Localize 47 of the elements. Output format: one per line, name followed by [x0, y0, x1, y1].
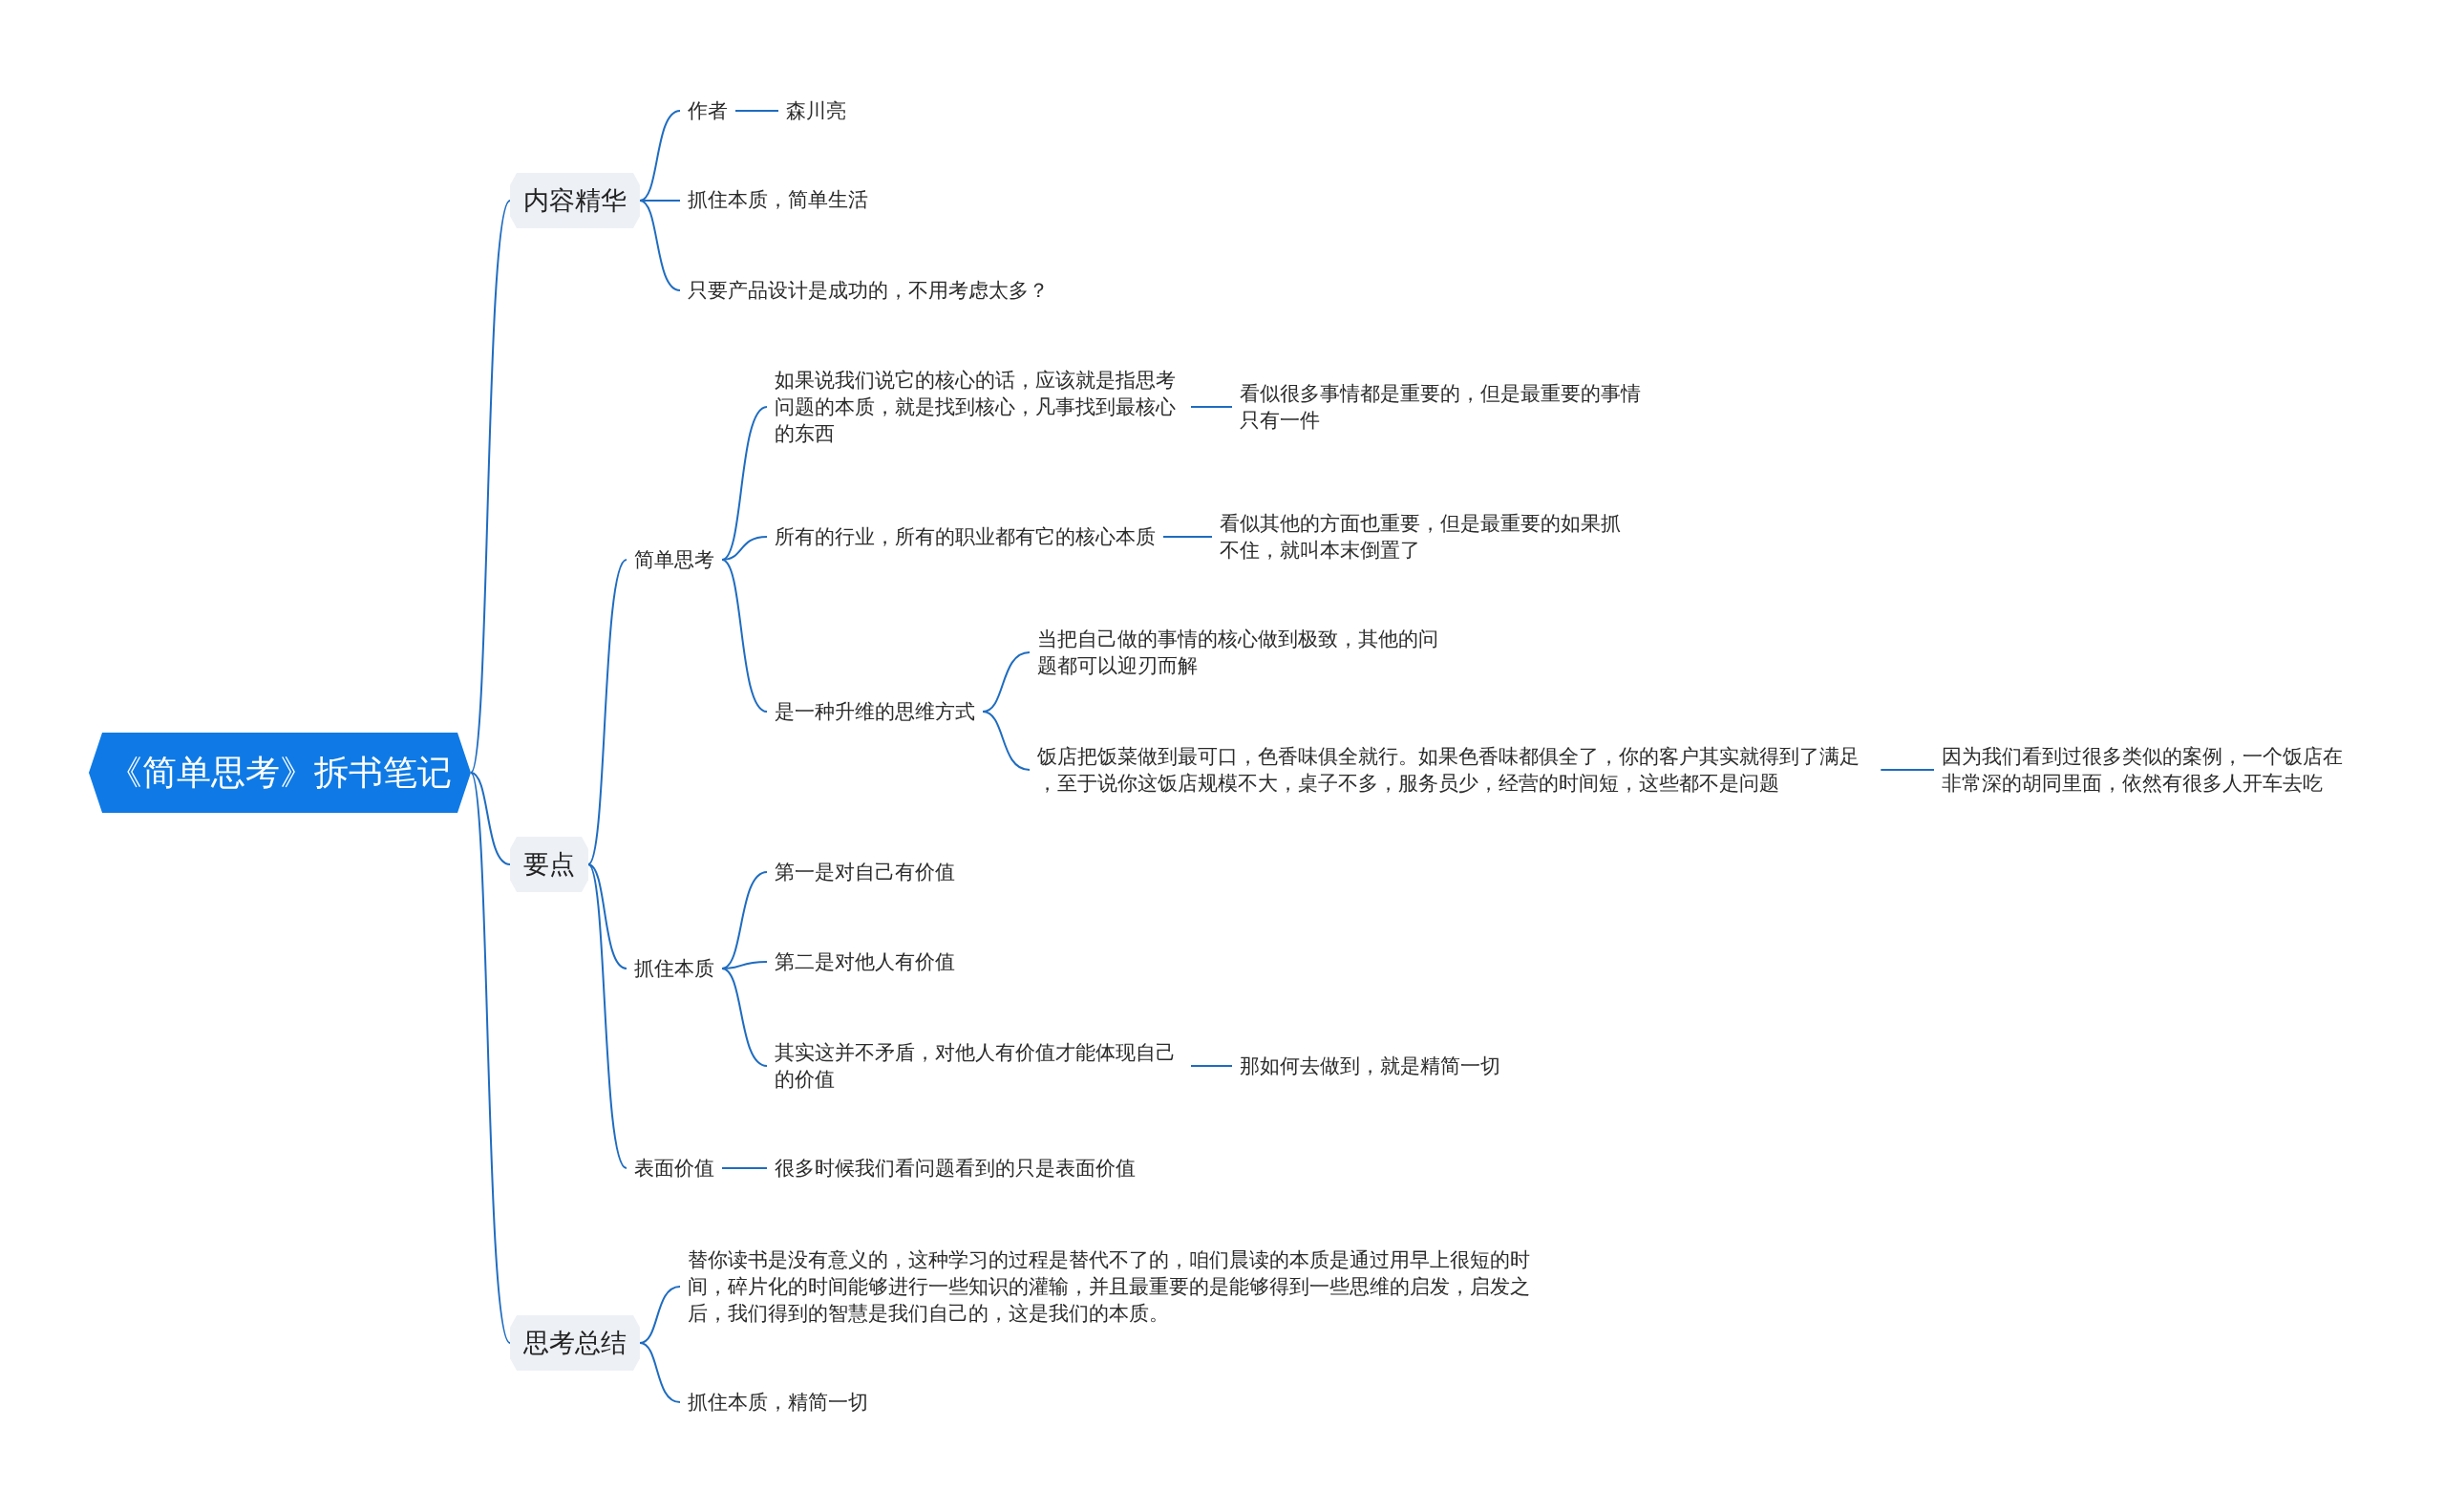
subtopic-text: 抓住本质，精简一切	[680, 1387, 876, 1417]
branch-line	[721, 871, 768, 969]
subtopic-text: 看似很多事情都是重要的，但是最重要的事情只有一件	[1232, 378, 1656, 436]
subtopic-text: 森川亮	[778, 96, 854, 126]
subtopic-text: 那如何去做到，就是精简一切	[1232, 1051, 1508, 1081]
branch-line	[639, 200, 681, 291]
subtopic-text: 很多时候我们看问题看到的只是表面价值	[767, 1153, 1143, 1183]
subtopic-text: 所有的行业，所有的职业都有它的核心本质	[767, 522, 1163, 552]
branch-line	[470, 772, 511, 1344]
branch-line	[1162, 536, 1213, 538]
subtopic-text: 第二是对他人有价值	[767, 947, 963, 977]
subtopic-text: 第一是对自己有价值	[767, 857, 963, 887]
subtopic-text: 看似其他的方面也重要，但是最重要的如果抓不住，就叫本末倒置了	[1212, 508, 1636, 565]
subtopic-text: 替你读书是没有意义的，这种学习的过程是替代不了的，咱们晨读的本质是通过用早上很短的时间，碎片化的时间能够进行一些知识的灌输，并且最重要的是能够得到一些思维的启发，启发之后，我们得到的智慧是我们自己的，这是我们的本质。	[680, 1245, 1552, 1329]
subtopic-text: 饭店把饭菜做到最可口，色香味俱全就行。如果色香味都俱全了，你的客户其实就得到了满足，至于说你这饭店规模不大，桌子不多，服务员少，经营的时间短，这些都不是问题	[1030, 741, 1882, 799]
branch-line	[639, 1342, 681, 1403]
subtopic-text: 只要产品设计是成功的，不用考虑太多？	[680, 275, 1056, 306]
main-topic: 内容精华	[510, 173, 640, 228]
branch-line	[470, 200, 511, 774]
main-topic: 要点	[510, 837, 588, 892]
central-topic: 《简单思考》拆书笔记	[89, 733, 471, 813]
subtopic-text: 作者	[680, 96, 735, 126]
branch-line	[721, 536, 768, 561]
branch-line	[982, 711, 1031, 771]
subtopic-text: 其实这并不矛盾，对他人有价值才能体现自己的价值	[767, 1037, 1191, 1095]
subtopic-text: 抓住本质，简单生活	[680, 184, 876, 215]
branch-line	[587, 559, 627, 865]
branch-line	[587, 863, 627, 969]
branch-line	[734, 110, 779, 112]
branch-line	[721, 968, 768, 1067]
branch-line	[587, 863, 627, 1169]
subtopic-text: 简单思考	[627, 544, 722, 575]
branch-line	[1190, 1065, 1233, 1067]
subtopic-text: 因为我们看到过很多类似的案例，一个饭店在非常深的胡同里面，依然有很多人开车去吃	[1934, 741, 2358, 799]
branch-line	[1190, 406, 1233, 408]
branch-line	[1880, 769, 1935, 771]
branch-line	[721, 406, 768, 561]
subtopic-text: 是一种升维的思维方式	[767, 696, 983, 727]
branch-line	[721, 559, 768, 713]
main-topic: 思考总结	[510, 1315, 640, 1371]
subtopic-text: 当把自己做的事情的核心做到极致，其他的问题都可以迎刃而解	[1030, 624, 1454, 681]
subtopic-text: 如果说我们说它的核心的话，应该就是指思考问题的本质，就是找到核心，凡事找到最核心的东西	[767, 365, 1191, 449]
branch-line	[470, 772, 511, 865]
subtopic-text: 表面价值	[627, 1153, 722, 1183]
branch-line	[639, 110, 681, 202]
subtopic-text: 抓住本质	[627, 953, 722, 984]
branch-line	[721, 1167, 768, 1169]
